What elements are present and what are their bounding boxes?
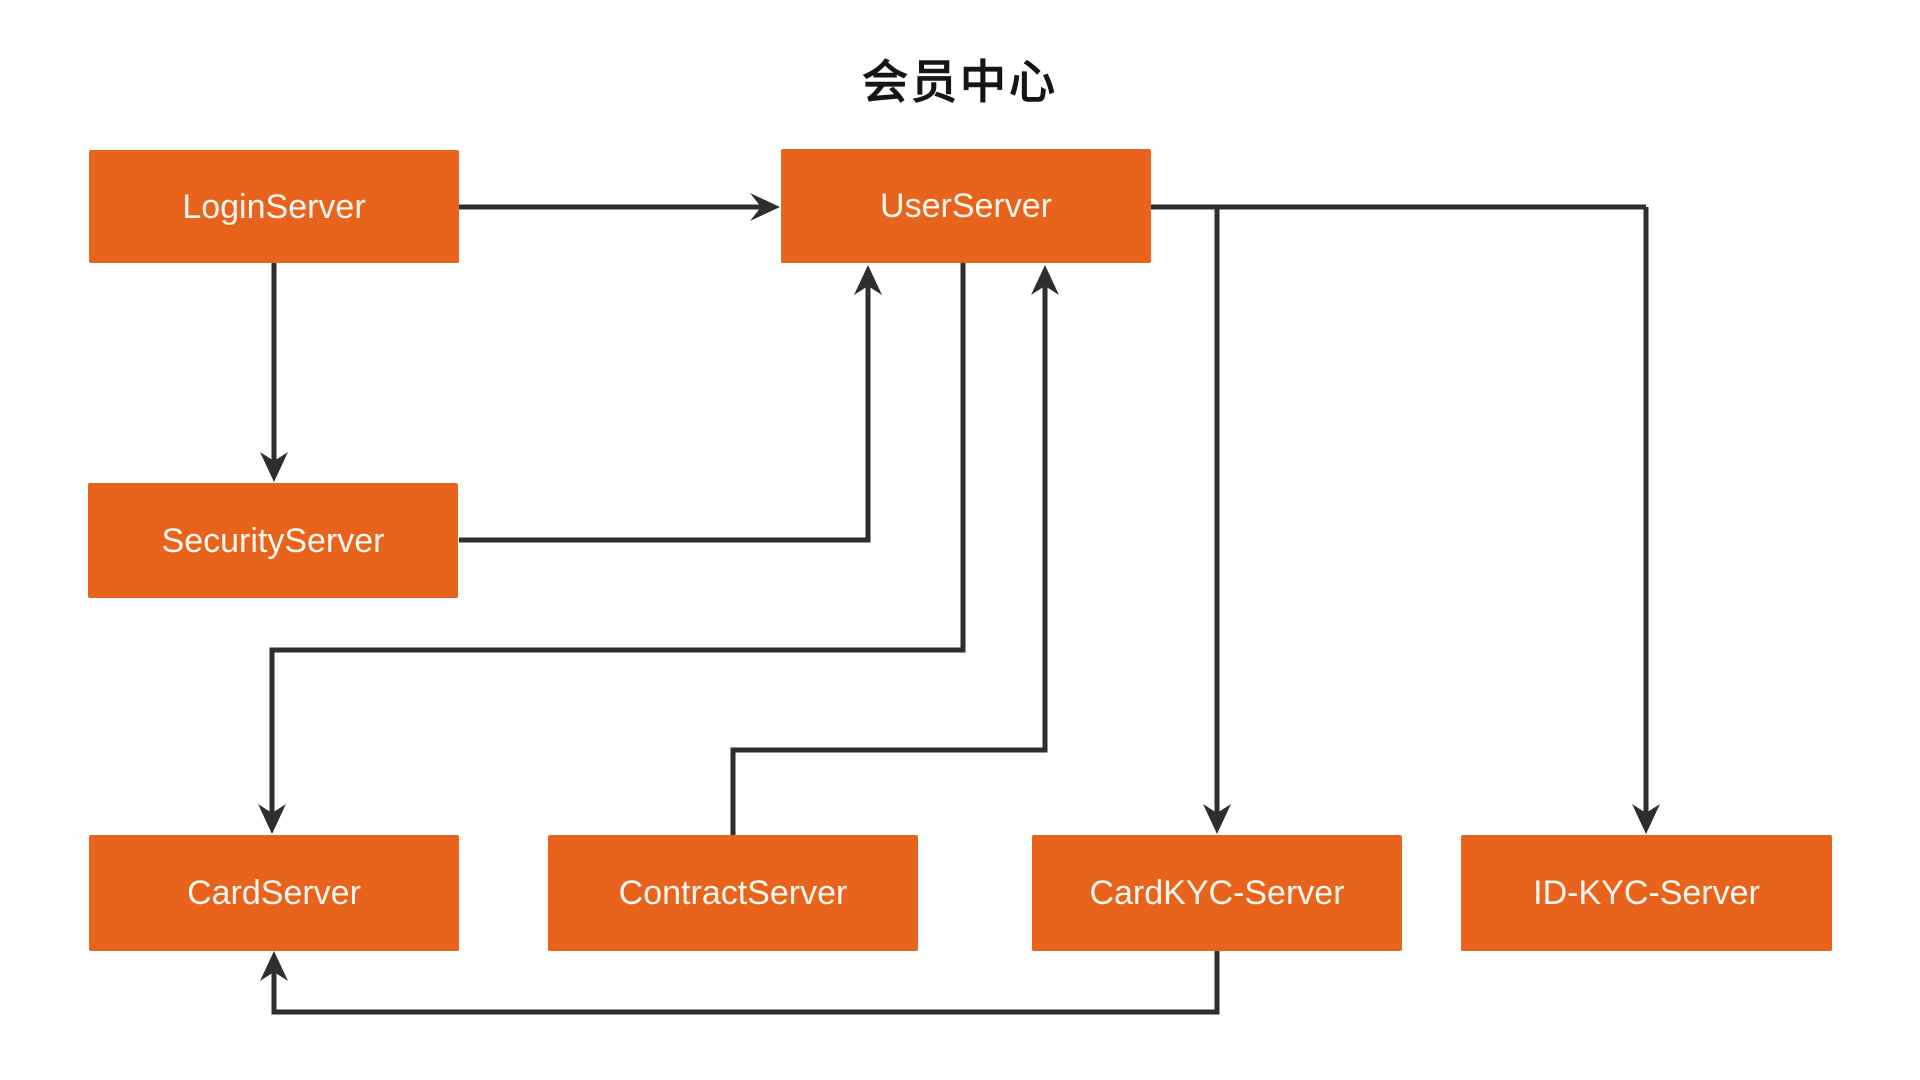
arrowhead-login-security xyxy=(260,452,288,482)
arrowhead-contract-user xyxy=(1031,265,1059,295)
arrowhead-cardkyc-card xyxy=(260,951,288,981)
edge-security-user xyxy=(459,284,871,543)
node-cardkyc-server: CardKYC-Server xyxy=(1032,835,1402,951)
edge-contract-user xyxy=(730,284,1048,835)
arrowhead-user-card xyxy=(258,804,286,834)
node-loginserver: LoginServer xyxy=(89,150,459,263)
diagram-title: 会员中心 xyxy=(862,56,1058,108)
node-securityserver: SecurityServer xyxy=(88,483,458,598)
arrowhead-user-cardkyc xyxy=(1203,804,1231,834)
node-id-kyc-server: ID-KYC-Server xyxy=(1461,835,1832,951)
arrowhead-user-idkyc xyxy=(1632,804,1660,834)
edge-user-card xyxy=(269,263,966,815)
arrowhead-security-user xyxy=(854,265,882,295)
node-cardserver: CardServer xyxy=(89,835,459,951)
arrowhead-login-user xyxy=(750,193,780,221)
node-contractserver: ContractServer xyxy=(548,835,918,951)
node-userserver: UserServer xyxy=(781,149,1151,263)
edge-cardkyc-card xyxy=(271,950,1220,1015)
